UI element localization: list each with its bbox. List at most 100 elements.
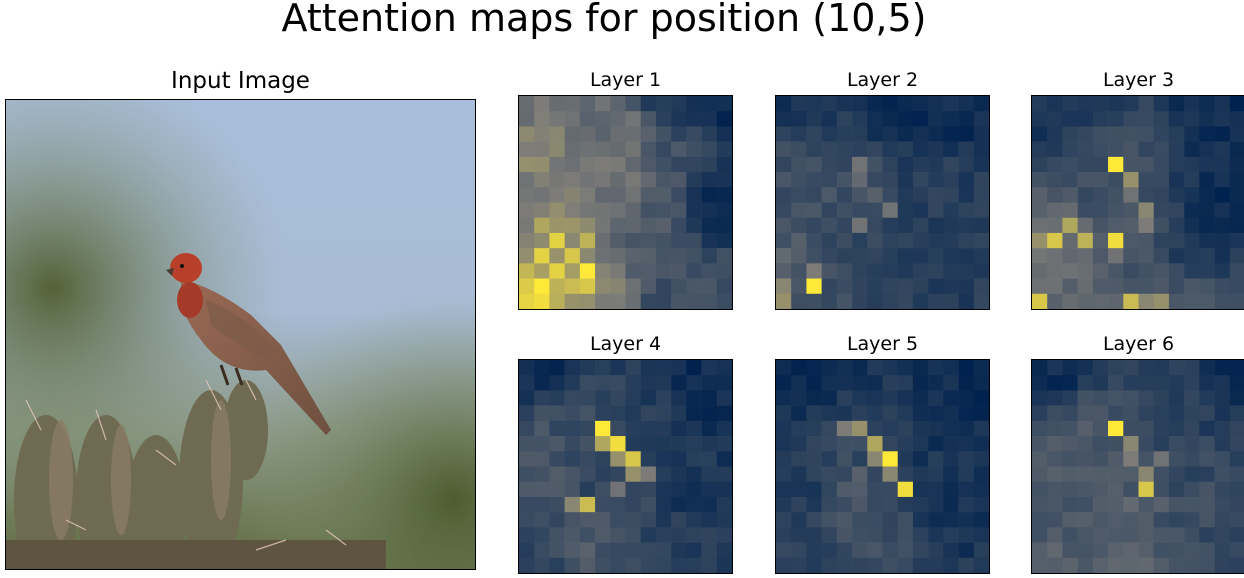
heatmap-cell	[1077, 512, 1094, 528]
heatmap-cell	[1184, 496, 1200, 513]
heatmap-cell	[1077, 126, 1094, 142]
heatmap-cell	[534, 390, 550, 406]
heatmap-cell	[640, 126, 657, 142]
heatmap-cell	[1123, 111, 1139, 127]
heatmap-cell	[549, 202, 565, 219]
heatmap-cell	[655, 126, 672, 142]
heatmap-cell	[1077, 202, 1094, 219]
heatmap-cell	[549, 512, 565, 528]
heatmap-cell	[1229, 557, 1244, 573]
heatmap-cell	[625, 557, 642, 573]
heatmap-cell	[595, 375, 611, 391]
heatmap-cell	[1153, 263, 1170, 279]
heatmap-cell	[776, 293, 792, 309]
heatmap-cell	[821, 542, 838, 559]
heatmap-cell	[1062, 557, 1078, 573]
heatmap-cell	[640, 187, 657, 203]
layer-5-title: Layer 5	[846, 333, 919, 355]
heatmap-cell	[1108, 293, 1124, 309]
heatmap-cell	[973, 481, 989, 498]
heatmap-cell	[716, 263, 732, 279]
heatmap-cell	[716, 232, 732, 249]
heatmap-cell	[1138, 293, 1155, 309]
heatmap-cell	[973, 217, 989, 234]
heatmap-cell	[791, 557, 807, 573]
heatmap-cell	[1092, 248, 1109, 264]
heatmap-cell	[655, 156, 672, 173]
heatmap-cell	[1168, 96, 1185, 112]
heatmap-cell	[1229, 202, 1244, 219]
heatmap-cell	[1199, 451, 1215, 467]
heatmap-cell	[1199, 496, 1215, 513]
heatmap-cell	[1077, 156, 1094, 173]
heatmap-cell	[534, 141, 550, 158]
heatmap-cell	[1153, 96, 1170, 112]
heatmap-cell	[897, 466, 914, 483]
heatmap-cell	[776, 156, 792, 173]
heatmap-cell	[806, 390, 822, 406]
heatmap-cell	[640, 496, 657, 513]
heatmap-cell	[564, 278, 581, 295]
heatmap-cell	[625, 360, 642, 376]
layer-2-title: Layer 2	[846, 69, 919, 91]
heatmap-cell	[564, 126, 581, 142]
heatmap-cell	[897, 390, 914, 406]
heatmap-cell	[549, 405, 565, 422]
heatmap-cell	[1138, 451, 1155, 467]
heatmap-cell	[958, 96, 975, 112]
heatmap-cell	[958, 527, 975, 543]
heatmap-cell	[958, 248, 975, 264]
heatmap-cell	[928, 496, 944, 513]
heatmap-cell	[534, 360, 550, 376]
heatmap-cell	[852, 557, 868, 573]
heatmap-cell	[625, 436, 642, 452]
heatmap-cell	[716, 187, 732, 203]
heatmap-cell	[1032, 217, 1048, 234]
heatmap-cell	[1092, 557, 1109, 573]
heatmap-cell	[852, 451, 868, 467]
heatmap-cell	[1047, 451, 1063, 467]
heatmap-cell	[519, 141, 535, 158]
heatmap-cell	[1032, 248, 1048, 264]
heatmap-cell	[1138, 232, 1155, 249]
heatmap-cell	[1077, 217, 1094, 234]
heatmap-cell	[821, 278, 838, 295]
heatmap-cell	[852, 172, 868, 188]
heatmap-cell	[701, 466, 718, 483]
heatmap-cell	[579, 217, 596, 234]
heatmap-cell	[912, 375, 929, 391]
heatmap-cell	[579, 466, 596, 483]
heatmap-cell	[610, 420, 626, 437]
heatmap-cell	[549, 481, 565, 498]
heatmap-cell	[1047, 496, 1063, 513]
heatmap-cell	[897, 111, 914, 127]
heatmap-cell	[1123, 527, 1139, 543]
heatmap-cell	[791, 451, 807, 467]
heatmap-cell	[655, 390, 672, 406]
heatmap-cell	[1032, 111, 1048, 127]
heatmap-cell	[595, 542, 611, 559]
heatmap-cell	[1032, 360, 1048, 376]
heatmap-cell	[973, 466, 989, 483]
heatmap-cell	[897, 172, 914, 188]
heatmap-cell	[701, 111, 718, 127]
heatmap-cell	[1123, 263, 1139, 279]
heatmap-cell	[1123, 390, 1139, 406]
heatmap-cell	[1092, 512, 1109, 528]
heatmap-cell	[1153, 542, 1170, 559]
heatmap-cell	[867, 202, 883, 219]
heatmap-cell	[912, 557, 929, 573]
heatmap-cell	[958, 451, 975, 467]
heatmap-cell	[671, 217, 687, 234]
heatmap-cell	[1168, 512, 1185, 528]
heatmap-cell	[1138, 481, 1155, 498]
heatmap-cell	[549, 557, 565, 573]
heatmap-cell	[686, 232, 702, 249]
heatmap-cell	[897, 451, 914, 467]
heatmap-cell	[625, 156, 642, 173]
heatmap-cell	[519, 293, 535, 309]
heatmap-cell	[1062, 293, 1078, 309]
heatmap-cell	[791, 390, 807, 406]
heatmap-cell	[549, 172, 565, 188]
heatmap-cell	[882, 172, 899, 188]
